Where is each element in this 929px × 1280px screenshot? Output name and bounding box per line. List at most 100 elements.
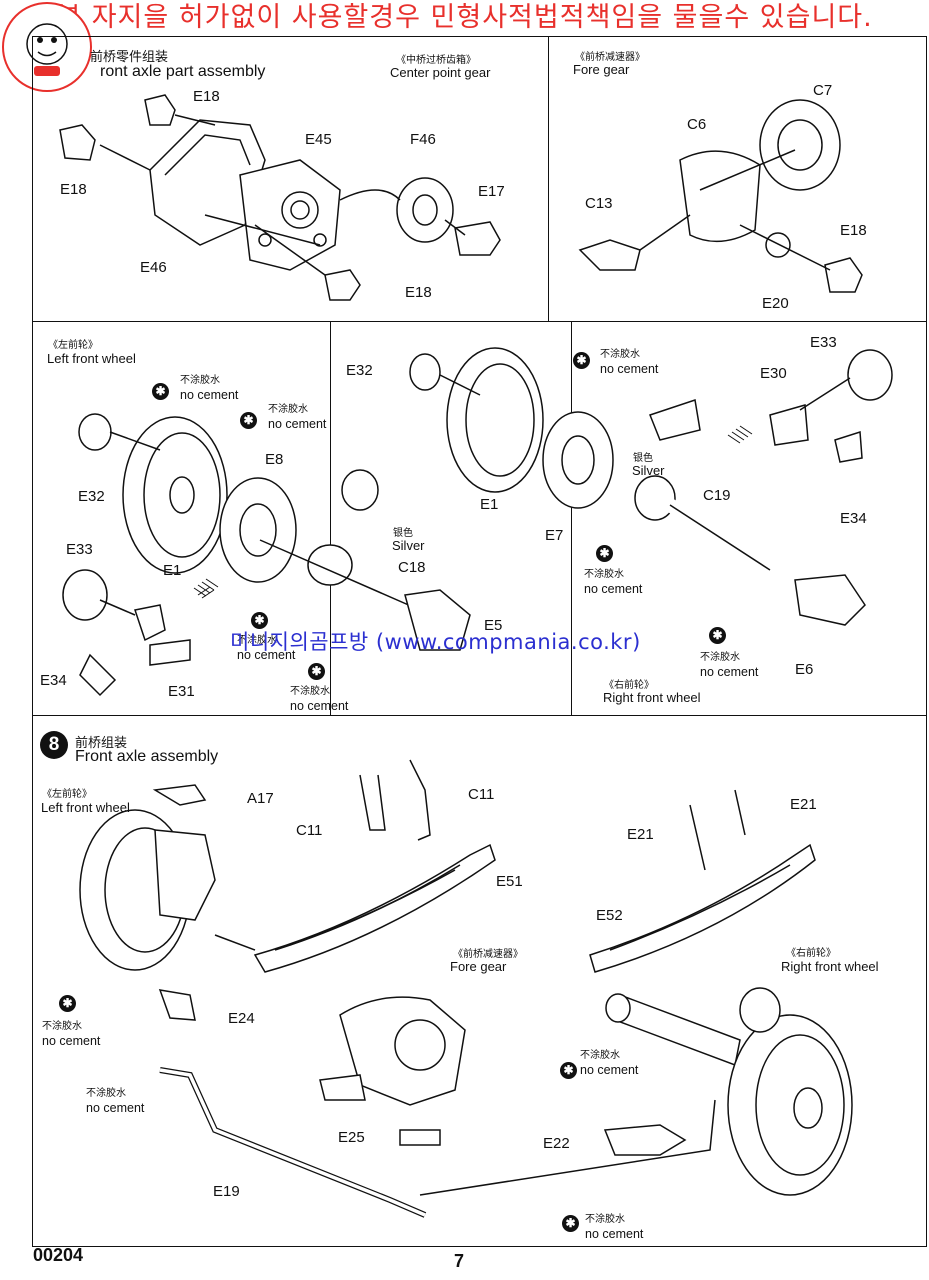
- step8-fore-en: Fore gear: [450, 959, 507, 974]
- step8-title-en: Front axle assembly: [75, 748, 219, 765]
- part-label: E18: [840, 222, 867, 239]
- silver-label-en: Silver: [392, 538, 425, 553]
- part-label: E31: [168, 683, 195, 700]
- part-label: E33: [810, 334, 837, 351]
- no-cement-icon: ✱: [59, 995, 76, 1012]
- step8-leaf-spring-right-drawing: [589, 789, 816, 973]
- panel-c-sub-en: Left front wheel: [47, 351, 136, 366]
- step-number-badge: 8: [40, 731, 68, 759]
- no-cement-icon: ✱: [560, 1062, 577, 1079]
- part-label: F46: [410, 131, 436, 148]
- part-label: E18: [60, 181, 87, 198]
- part-label: E46: [140, 259, 167, 276]
- panel-d-sub-en: Right front wheel: [603, 690, 701, 705]
- part-label: E22: [543, 1135, 570, 1152]
- panel-c-sub-cn: 《左前轮》: [48, 340, 98, 351]
- part-label: E21: [627, 826, 654, 843]
- part-label: E32: [78, 488, 105, 505]
- part-label: C19: [703, 487, 731, 504]
- panel-a-title-en: ront axle part assembly: [100, 63, 266, 80]
- step8-leaf-spring-left-drawing: [253, 759, 496, 973]
- part-label: E18: [193, 88, 220, 105]
- part-label: E52: [596, 907, 623, 924]
- step8-left-wheel-drawing: [79, 784, 256, 971]
- left-wheel-drawing: [62, 413, 471, 697]
- silver-label-cn: 银色: [393, 528, 413, 539]
- product-code: 00204: [33, 1245, 84, 1265]
- part-label: E5: [484, 617, 503, 634]
- part-label: C7: [813, 82, 833, 99]
- part-label: E34: [840, 510, 867, 527]
- panel-a-sub-en: Center point gear: [390, 65, 491, 80]
- part-label: C18: [398, 559, 426, 576]
- center-gear-housing-drawing: [149, 119, 341, 271]
- page-number: 7: [454, 1251, 465, 1271]
- panel-b-sub-cn: 《前桥减速器》: [575, 52, 645, 63]
- part-label: C11: [468, 786, 495, 803]
- logo-mascot-icon: [26, 23, 68, 76]
- no-cement-icon: ✱: [308, 663, 325, 680]
- step8-left-en: Left front wheel: [41, 800, 130, 815]
- part-label: E6: [795, 661, 814, 678]
- copyright-banner: 본 자지을 허가없이 사용할경우 민형사적법적책임을 물을수 있습니다.: [56, 2, 873, 33]
- step8-title-cn: 前桥组装: [75, 736, 128, 751]
- no-cement-icon: ✱: [596, 545, 613, 562]
- part-label: C6: [687, 116, 707, 133]
- part-label: E25: [338, 1129, 365, 1146]
- compmania-logo: [2, 2, 92, 92]
- no-cement-icon: ✱: [573, 352, 590, 369]
- part-label: E19: [213, 1183, 240, 1200]
- part-label: E33: [66, 541, 93, 558]
- panel-step8: [32, 715, 927, 1247]
- no-cement-icon: ✱: [562, 1215, 579, 1232]
- part-label: E32: [346, 362, 373, 379]
- part-label: E34: [40, 672, 67, 689]
- part-label: C11: [296, 822, 323, 839]
- right-wheel-drawing: [409, 347, 893, 626]
- no-cement-icon: ✱: [240, 412, 257, 429]
- panel-a-leader-lines: [99, 114, 466, 276]
- hatch-marks: [193, 425, 753, 599]
- part-label: E18: [405, 284, 432, 301]
- step8-right-wheel-drawing: [727, 987, 853, 1196]
- e18-flange-drawings: [59, 94, 501, 301]
- part-label: A17: [247, 790, 274, 807]
- no-cement-icon: ✱: [152, 383, 169, 400]
- no-cement-icon: ✱: [251, 612, 268, 629]
- step8-fore-cn: 《前桥减速器》: [453, 949, 523, 960]
- part-label: E51: [496, 873, 523, 890]
- part-label: E17: [478, 183, 505, 200]
- silver-label-en: Silver: [632, 463, 665, 478]
- part-label: E45: [305, 131, 332, 148]
- part-label: E7: [545, 527, 564, 544]
- part-label: C13: [585, 195, 613, 212]
- panel-a-sub-cn: 《中桥过桥齿箱》: [396, 55, 476, 66]
- step8-left-cn: 《左前轮》: [42, 789, 92, 800]
- f46-gear-drawing: [339, 177, 454, 243]
- panel-d-sub-cn: 《右前轮》: [604, 680, 654, 691]
- silver-label-cn: 银色: [633, 453, 653, 464]
- part-label: E1: [480, 496, 499, 513]
- part-label: E21: [790, 796, 817, 813]
- panel-b-sub-en: Fore gear: [573, 62, 630, 77]
- part-label: E20: [762, 295, 789, 312]
- part-label: E24: [228, 1010, 255, 1027]
- site-watermark: 미니지의곰프방 (www.compmania.co.kr): [230, 630, 641, 654]
- part-label: E30: [760, 365, 787, 382]
- step8-fore-gear-drawing: [319, 996, 466, 1106]
- step8-right-cn: 《右前轮》: [786, 948, 836, 959]
- part-label: E1: [163, 562, 182, 579]
- panel-a-title-cn: 前桥零件组装: [90, 50, 169, 65]
- step8-tie-rod-drawing: [158, 989, 716, 1218]
